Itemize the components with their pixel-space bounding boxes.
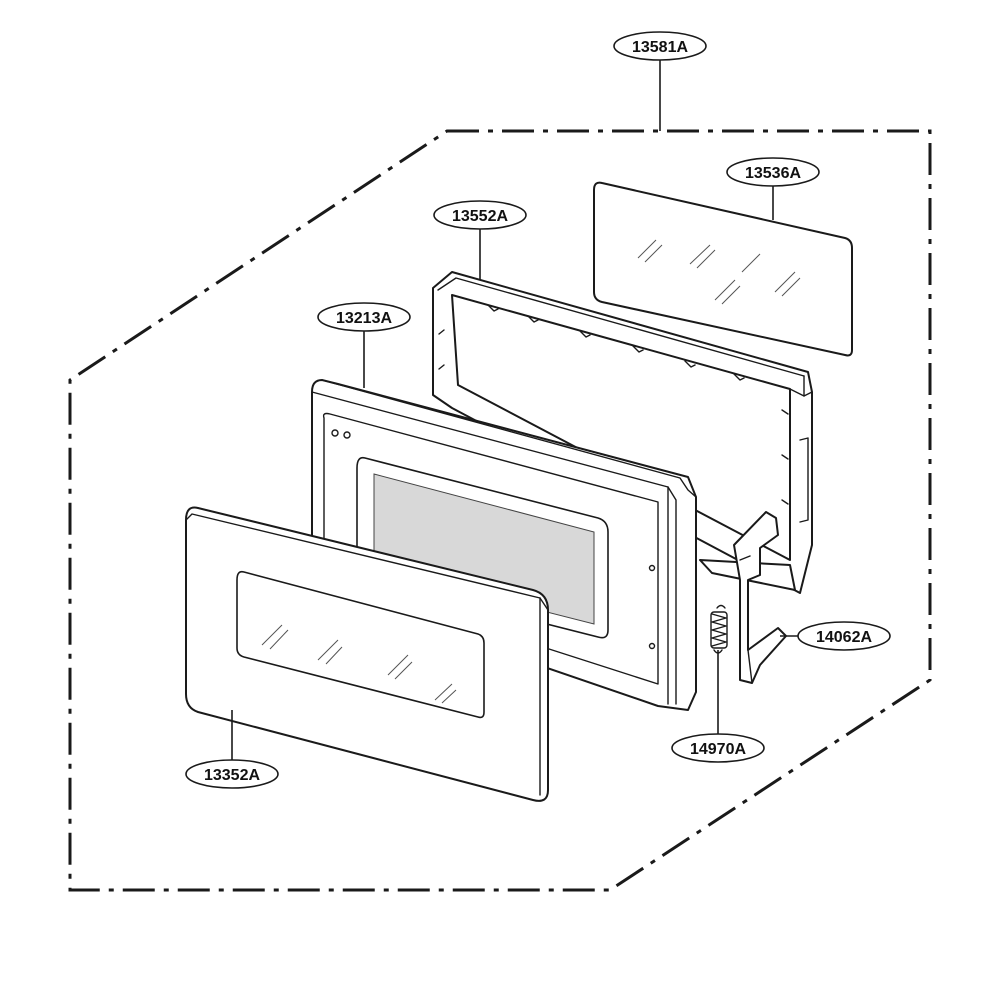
door-latch-hook — [733, 511, 787, 684]
callout-13552A[interactable]: 13552A — [433, 200, 527, 230]
door-window — [356, 456, 609, 639]
outer-door-panel — [185, 506, 549, 802]
outer-door-window — [236, 570, 485, 719]
callout-label: 13536A — [745, 165, 801, 182]
callout-label: 13352A — [204, 767, 260, 784]
callout-13536A[interactable]: 13536A — [726, 157, 820, 187]
latch-spring — [710, 604, 728, 654]
callout-label: 14970A — [690, 741, 746, 758]
callout-14062A[interactable]: 14062A — [797, 621, 891, 651]
glass-reflection-marks — [637, 239, 801, 305]
callout-label: 13213A — [336, 310, 392, 327]
callout-13213A[interactable]: 13213A — [317, 302, 411, 332]
assembly-boundary-line — [68, 129, 932, 892]
callout-label: 14062A — [816, 629, 872, 646]
inner-glass-panel — [593, 181, 853, 357]
callout-13581A[interactable]: 13581A — [613, 31, 707, 61]
callout-label: 13581A — [632, 39, 688, 56]
leader-lines — [231, 60, 802, 760]
callout-14970A[interactable]: 14970A — [671, 733, 765, 763]
frame-clips — [438, 304, 809, 523]
callout-13352A[interactable]: 13352A — [185, 759, 279, 789]
door-frame — [311, 379, 697, 711]
choke-cover-frame — [432, 271, 813, 594]
callout-label: 13552A — [452, 208, 508, 225]
